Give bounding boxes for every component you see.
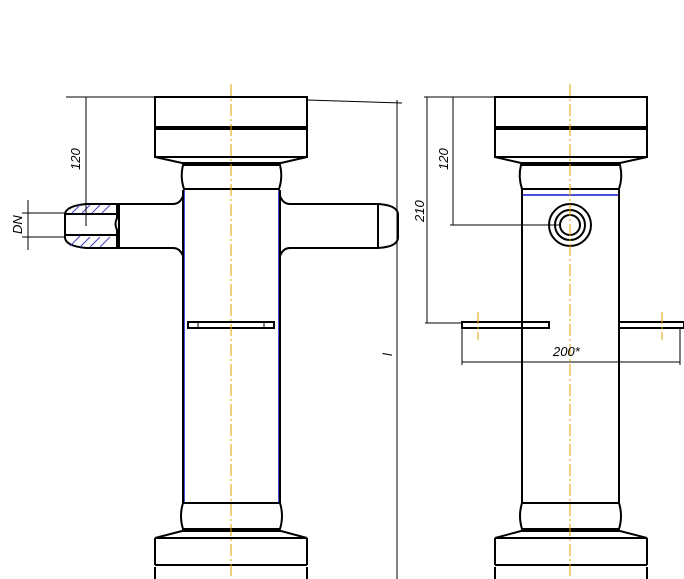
side-plate-right	[618, 321, 684, 329]
side-top-flange-lower	[494, 128, 648, 158]
dim-label-210: 210	[412, 200, 427, 223]
side-view: 210 120 200*	[412, 84, 684, 579]
left-branch	[118, 195, 184, 257]
top-taper	[154, 156, 308, 164]
dim-label-length: l	[380, 352, 395, 356]
dim-label-120: 120	[68, 148, 83, 170]
dim-label-side-120: 120	[436, 148, 451, 170]
top-collar	[180, 164, 283, 190]
right-branch	[279, 195, 399, 257]
bottom-collar	[180, 502, 283, 530]
front-view: 120 DN l	[10, 84, 403, 579]
dim-label-200: 200*	[552, 344, 581, 359]
side-plate-left	[461, 321, 550, 329]
section-hatch	[69, 204, 111, 248]
side-top-flange-upper	[494, 96, 648, 128]
dim-label-dn: DN	[10, 215, 25, 234]
